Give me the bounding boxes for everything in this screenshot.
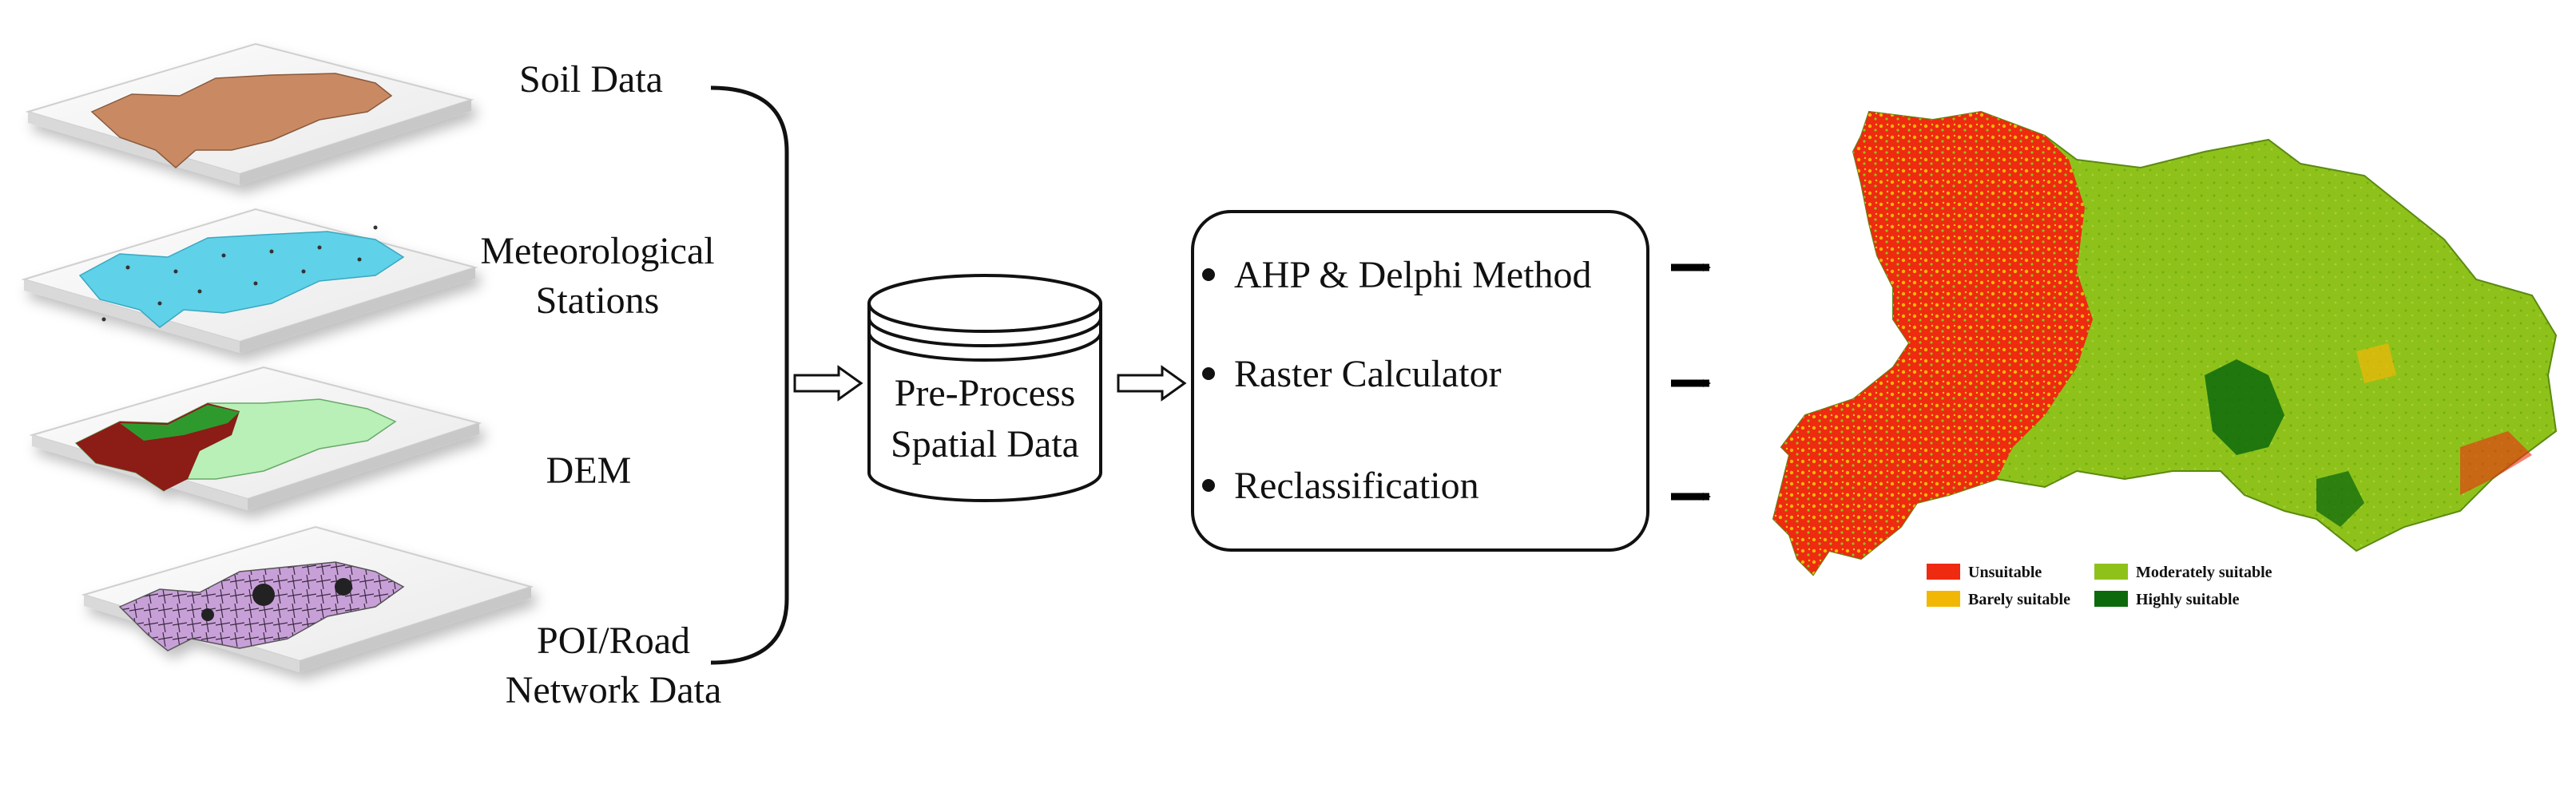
meteo-label-line2: Stations — [536, 279, 660, 322]
meteo-layer — [21, 208, 478, 353]
method-item-2: Raster Calculator — [1234, 353, 1502, 395]
bullet — [1202, 268, 1215, 281]
database-label-line2: Spatial Data — [891, 423, 1079, 465]
soil-layer — [25, 42, 474, 185]
map-highly-region — [2205, 359, 2284, 455]
poi-label-line1: POI/Road — [537, 620, 690, 662]
hollow-arrow-1 — [793, 365, 863, 402]
poi-layer — [81, 525, 534, 672]
database-label-line1: Pre-Process — [895, 372, 1076, 414]
legend: Unsuitable Moderately suitable Barely su… — [1927, 564, 2272, 608]
layer-stack — [21, 42, 534, 672]
map-highly-region — [2316, 471, 2364, 527]
legend-label-barely: Barely suitable — [1968, 591, 2070, 608]
dem-layer — [29, 366, 482, 510]
city-dot — [252, 584, 275, 606]
method-item-3: Reclassification — [1234, 465, 1479, 507]
input-labels: Soil Data Meteorological Stations DEM PO… — [480, 58, 721, 711]
methods-box: AHP & Delphi Method Raster Calculator Re… — [1191, 210, 1649, 552]
bullet — [1202, 479, 1215, 492]
soil-plate-edge-right — [240, 100, 471, 185]
legend-label-moderately: Moderately suitable — [2136, 564, 2272, 581]
legend-label-highly: Highly suitable — [2136, 591, 2240, 608]
bullet — [1202, 367, 1215, 380]
dem-label: DEM — [546, 449, 632, 492]
meteo-plate-edge-right — [240, 267, 475, 353]
soil-map — [90, 73, 393, 168]
legend-swatch-unsuitable — [1927, 564, 1960, 580]
dem-plate-edge-right — [248, 423, 479, 510]
poi-plate-edge-right — [300, 587, 531, 672]
soil-label: Soil Data — [519, 58, 663, 101]
map-unsuitable-region — [1773, 112, 2093, 575]
legend-label-unsuitable: Unsuitable — [1968, 564, 2042, 581]
database-cylinder: Pre-Process Spatial Data — [867, 274, 1102, 502]
method-item-1: AHP & Delphi Method — [1234, 254, 1592, 296]
station-dots — [101, 225, 378, 322]
poi-map — [118, 561, 405, 651]
meteo-label-line1: Meteorological — [480, 230, 714, 272]
dem-mid-elevation — [120, 405, 240, 441]
legend-swatch-barely — [1927, 591, 1960, 607]
hollow-arrow-2 — [1117, 365, 1187, 402]
suitability-map — [1772, 110, 2558, 576]
legend-swatch-highly — [2094, 591, 2128, 607]
city-dot — [201, 608, 214, 621]
city-dot — [335, 578, 352, 596]
map-barely-region — [2356, 343, 2396, 383]
soil-plate-edge-left — [28, 112, 240, 185]
input-brace — [710, 85, 789, 665]
legend-swatch-moderately — [2094, 564, 2128, 580]
solid-arrows — [1671, 263, 1711, 501]
meteo-plate-edge-left — [24, 279, 240, 353]
map-unsuitable-region — [2460, 431, 2532, 495]
poi-label-line2: Network Data — [506, 669, 722, 711]
